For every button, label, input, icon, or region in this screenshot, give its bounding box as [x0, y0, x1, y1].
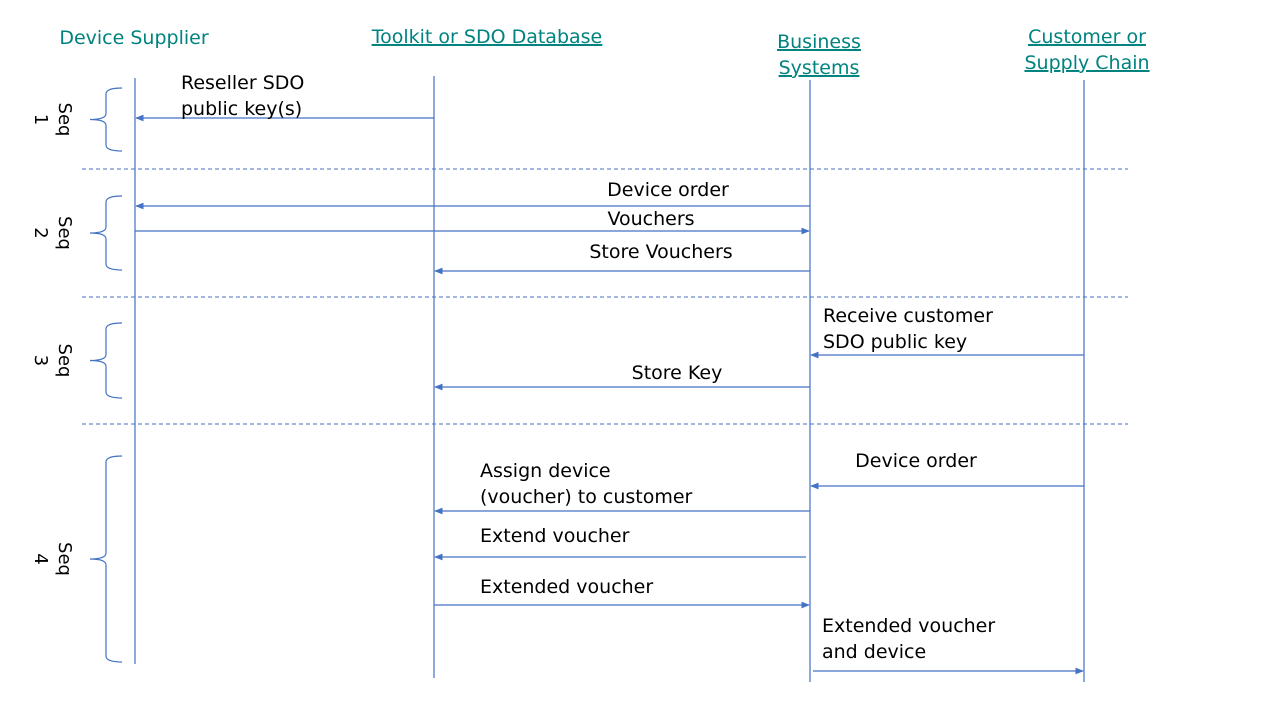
- message-label-line: Assign device: [480, 460, 611, 482]
- participant-header-line: Supply Chain: [1024, 52, 1149, 74]
- message-label-line: Device order: [607, 179, 729, 201]
- participant-header-line: Customer or: [1028, 26, 1146, 48]
- participant-header-device-supplier: Device Supplier: [59, 27, 208, 49]
- brace-seq2: [89, 195, 123, 271]
- participant-header-customer: Customer or Supply Chain: [1024, 26, 1149, 74]
- participant-header-line: Device Supplier: [59, 27, 208, 49]
- message-label-m4: Store Vouchers: [589, 241, 732, 263]
- message-label-m7: Device order: [855, 450, 977, 472]
- message-label-m3: Vouchers: [607, 208, 694, 230]
- participant-header-toolkit: Toolkit or SDO Database: [371, 26, 603, 48]
- message-label-m2: Device order: [607, 179, 729, 201]
- message-label-m11: Extended voucher and device: [822, 615, 995, 663]
- seq-label-name: Seq: [54, 542, 75, 576]
- seq-label-name: Seq: [54, 216, 75, 250]
- message-label-line: (voucher) to customer: [480, 486, 693, 508]
- participant-header-line: Business: [777, 31, 861, 53]
- message-label-line: public key(s): [181, 98, 302, 120]
- message-label-line: Device order: [855, 450, 977, 472]
- brace-seq3: [89, 322, 123, 399]
- message-label-line: Vouchers: [607, 208, 694, 230]
- seq-label-number: 1: [30, 114, 51, 125]
- seq-label-name: Seq: [54, 103, 75, 137]
- message-label-m8: Assign device (voucher) to customer: [480, 460, 693, 508]
- message-label-m10: Extended voucher: [480, 576, 653, 598]
- seq-label-number: 2: [30, 227, 51, 238]
- message-label-line: Receive customer: [823, 305, 993, 327]
- participant-header-line: Systems: [779, 57, 860, 79]
- message-label-line: SDO public key: [823, 331, 967, 353]
- message-label-line: Store Vouchers: [589, 241, 732, 263]
- brace-seq4: [89, 455, 123, 663]
- message-label-line: Extended voucher: [480, 576, 653, 598]
- seq-label-name: Seq: [54, 344, 75, 378]
- brace-seq1: [89, 87, 123, 152]
- message-label-line: Store Key: [632, 362, 723, 384]
- message-label-line: Extend voucher: [480, 525, 630, 547]
- seq-label-number: 4: [30, 553, 51, 564]
- message-label-m1: Reseller SDO public key(s): [181, 72, 304, 120]
- seq-label-number: 3: [30, 355, 51, 366]
- participant-header-line: Toolkit or SDO Database: [371, 26, 603, 48]
- message-label-line: Extended voucher: [822, 615, 995, 637]
- message-label-line: Reseller SDO: [181, 72, 304, 94]
- message-label-m9: Extend voucher: [480, 525, 630, 547]
- message-label-m6: Store Key: [632, 362, 723, 384]
- message-label-line: and device: [822, 641, 926, 663]
